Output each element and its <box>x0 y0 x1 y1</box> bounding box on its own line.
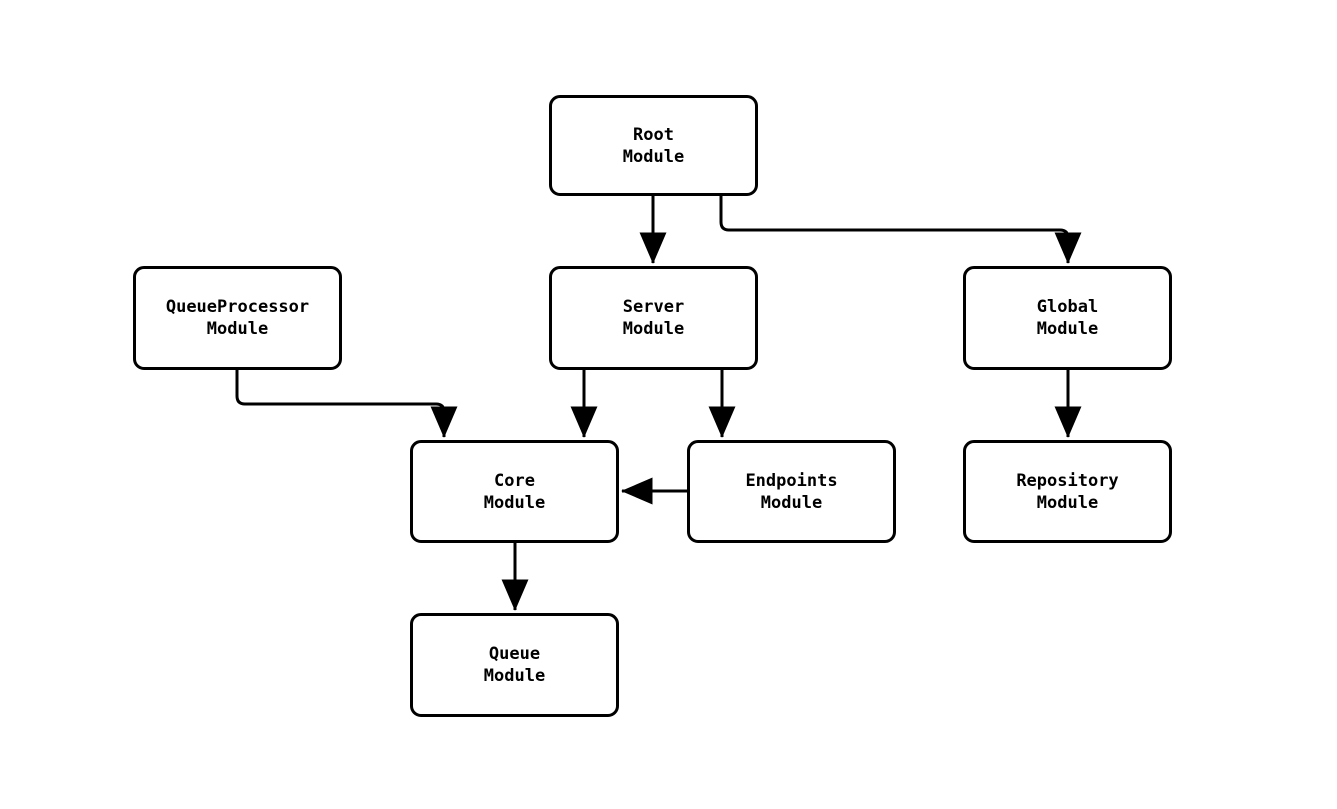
node-queueprocessor-module[interactable]: QueueProcessor Module <box>133 266 342 370</box>
node-label-line1: Global <box>1036 297 1099 317</box>
node-label-line1: QueueProcessor <box>165 297 310 317</box>
node-endpoints-module[interactable]: Endpoints Module <box>687 440 896 543</box>
node-core-module[interactable]: Core Module <box>410 440 619 543</box>
node-queue-module[interactable]: Queue Module <box>410 613 619 717</box>
node-label-line2: Module <box>483 492 546 513</box>
node-label-line2: Module <box>1036 492 1099 513</box>
node-repository-module[interactable]: Repository Module <box>963 440 1172 543</box>
node-root-module[interactable]: Root Module <box>549 95 758 196</box>
node-label-line2: Module <box>622 319 685 339</box>
node-global-module[interactable]: Global Module <box>963 266 1172 370</box>
node-label-line2: Module <box>483 666 546 686</box>
node-label-line2: Module <box>760 492 823 513</box>
node-server-module[interactable]: Server Module <box>549 266 758 370</box>
edge-root-to-global <box>719 196 1082 264</box>
node-label-line1: Queue <box>488 644 541 664</box>
node-label-line2: Module <box>1036 319 1099 339</box>
node-label-line1: Endpoints <box>745 470 838 491</box>
node-label-line1: Repository <box>1016 470 1119 491</box>
node-label-line1: Root <box>633 124 674 145</box>
node-label-line2: Module <box>206 319 269 339</box>
edge-queueprocessor-to-core <box>235 370 458 438</box>
node-label-line2: Module <box>622 146 685 167</box>
node-label-line1: Core <box>494 470 535 491</box>
node-label-line1: Server <box>622 297 685 317</box>
